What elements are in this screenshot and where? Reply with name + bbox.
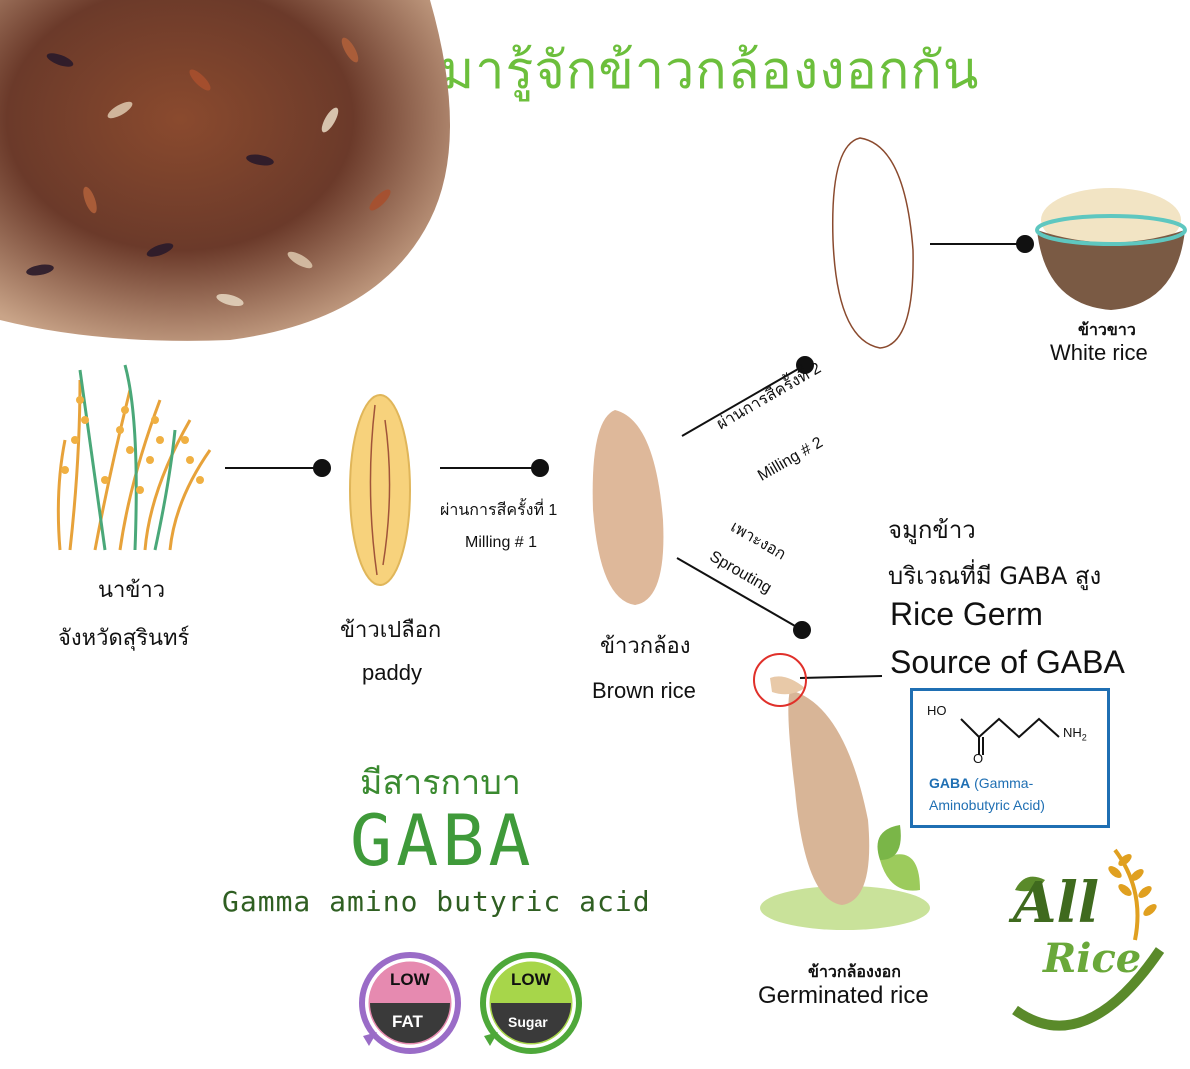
chem-name-bold: GABA [929, 775, 971, 791]
brown-rice-label-th: ข้าวกล้อง [600, 634, 691, 659]
mixed-rice-pile-image [0, 0, 450, 341]
chem-nh-sub: 2 [1081, 732, 1087, 743]
gaba-thai-label: มีสารกาบา [360, 763, 521, 803]
field-location-label: จังหวัดสุรินทร์ [58, 626, 190, 651]
germinated-rice-image [753, 653, 930, 930]
rice-plant-image [56, 364, 212, 551]
white-rice-label-th: ข้าวขาว [1078, 322, 1136, 339]
milling1-label-th: ผ่านการสีครั้งที่ 1 [440, 502, 558, 519]
logo-text-rice: Rice [1043, 935, 1142, 982]
brown-rice-label-en: Brown rice [592, 678, 696, 703]
germinated-rice-label-en: Germinated rice [758, 982, 929, 1009]
low-sugar-top: LOW [511, 970, 551, 989]
brown-rice-grain-image [592, 410, 664, 605]
low-fat-top: LOW [390, 970, 430, 989]
all-rice-logo: All Rice [985, 830, 1185, 1060]
page-title: มารู้จักข้าวกล้องงอกกัน [440, 41, 980, 101]
low-fat-badge: LOW FAT [355, 948, 465, 1058]
white-rice-bowl-image [1035, 188, 1187, 310]
badge-ring-icon [480, 952, 582, 1054]
chem-name-line2: Aminobutyric Acid) [929, 797, 1045, 813]
germ-label-line2: บริเวณที่มี GABA สูง [888, 562, 1102, 590]
germ-label-line1: จมูกข้าว [888, 516, 976, 544]
milling1-label-en: Milling # 1 [465, 534, 538, 551]
badge-ring-icon [359, 952, 461, 1054]
all-rice-logo-graphic [1012, 848, 1165, 1031]
white-rice-label-en: White rice [1050, 340, 1148, 365]
germ-label-line4: Source of GABA [890, 644, 1125, 680]
gaba-structure-diagram [960, 717, 1060, 755]
gaba-full-name: Gamma amino butyric acid [222, 885, 651, 918]
germ-label-line3: Rice Germ [890, 596, 1043, 632]
logo-text-all: All [1013, 870, 1099, 936]
chem-o: O [973, 751, 984, 766]
field-label: นาข้าว [98, 578, 166, 603]
gaba-structure-box: HO O NH2 GABA (Gamma- Aminobutyric Acid) [910, 688, 1110, 828]
milling2-label-th: ผ่านการสีครั้งที่ 2 [714, 359, 825, 434]
white-rice-grain-image [831, 137, 914, 349]
milling2-label-en: Milling # 2 [755, 433, 826, 485]
paddy-label-th: ข้าวเปลือก [340, 618, 442, 643]
paddy-label-en: paddy [362, 660, 422, 685]
chem-ho: HO [927, 703, 947, 718]
chem-nh: NH [1063, 725, 1082, 740]
low-sugar-badge: LOW Sugar [476, 948, 586, 1058]
germinated-rice-label-th: ข้าวกล้องงอก [808, 964, 901, 981]
gaba-heading: GABA [350, 800, 535, 882]
chem-name-rest: (Gamma- [974, 775, 1034, 791]
low-fat-bottom: FAT [392, 1012, 423, 1031]
low-sugar-bottom: Sugar [508, 1014, 548, 1030]
paddy-grain-image [349, 394, 411, 586]
